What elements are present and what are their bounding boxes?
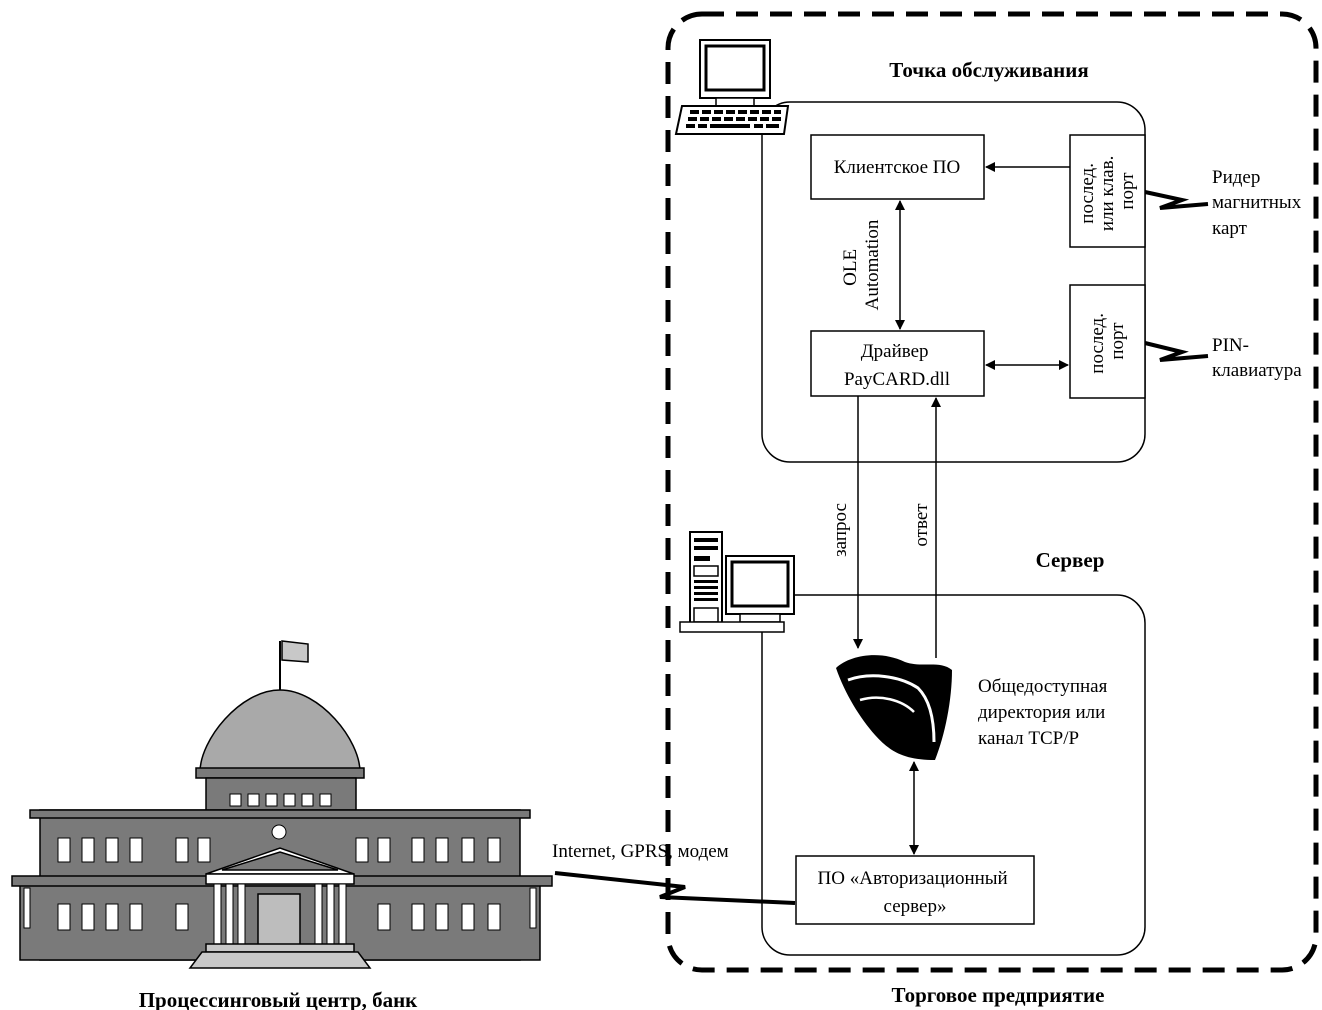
merchant-title: Торговое предприятие — [892, 983, 1105, 1007]
processing-center-title: Процессинговый центр, банк — [139, 988, 418, 1010]
response-label: ответ — [911, 503, 932, 547]
auth-server-line1: ПО «Авторизационный — [818, 868, 1008, 889]
reader-line2: магнитных — [1212, 192, 1302, 213]
request-label: запрос — [830, 503, 851, 557]
service-point-title: Точка обслуживания — [889, 58, 1088, 82]
ole-line2: Automation — [862, 219, 883, 310]
driver-line2: PayCARD.dll — [844, 369, 950, 390]
ole-line1: OLE — [840, 249, 861, 286]
client-software-label: Клиентское ПО — [834, 157, 961, 178]
port-top-box — [1069, 134, 1146, 248]
port-bottom-line1: послед. — [1087, 313, 1108, 374]
shared-dir-line1: Общедоступная — [978, 676, 1108, 697]
auth-server-label: ПО «Авторизационный сервер» — [818, 868, 1013, 917]
client-software-box — [810, 134, 985, 200]
merchant-boundary — [665, 11, 1319, 973]
bank-building-icon — [11, 640, 553, 969]
pinpad-line2: клавиатура — [1212, 360, 1302, 381]
port-top-line1: послед. — [1077, 163, 1098, 224]
service-point-area — [761, 101, 1146, 463]
reader-line1: Ридер — [1212, 167, 1260, 188]
pinpad-line1: PIN- — [1212, 335, 1249, 356]
port-top-label: послед. или клав. порт — [1077, 151, 1138, 231]
port-top-line3: порт — [1117, 172, 1138, 210]
auth-server-box — [795, 855, 1035, 925]
port-bottom-box — [1069, 284, 1146, 399]
shared-dir-line3: канал TCP/P — [978, 728, 1079, 749]
connection-lightning-icon — [554, 871, 796, 905]
server-title: Сервер — [1036, 548, 1105, 572]
ole-automation-label: OLE Automation — [840, 219, 883, 310]
workstation-icon — [674, 39, 790, 135]
server-area — [761, 594, 1146, 956]
pinpad-lightning-icon — [1144, 341, 1209, 362]
driver-label: Драйвер PayCARD.dll — [844, 341, 950, 390]
connection-label: Internet, GPRS, модем — [552, 841, 729, 862]
reader-label: Ридер магнитных карт — [1212, 167, 1306, 239]
port-top-line2: или клав. — [1097, 156, 1118, 231]
auth-server-line2: сервер» — [884, 896, 947, 917]
folder-icon — [836, 655, 952, 760]
port-bottom-line2: порт — [1107, 322, 1128, 360]
server-computer-icon — [679, 531, 795, 633]
port-bottom-label: послед. порт — [1087, 308, 1128, 373]
driver-line1: Драйвер — [861, 341, 929, 362]
shared-dir-label: Общедоступная директория или канал TCP/P — [978, 676, 1112, 749]
shared-dir-line2: директория или — [978, 702, 1105, 723]
reader-line3: карт — [1212, 218, 1248, 239]
reader-lightning-icon — [1144, 190, 1209, 210]
pinpad-label: PIN- клавиатура — [1212, 335, 1302, 381]
driver-box — [810, 330, 985, 397]
